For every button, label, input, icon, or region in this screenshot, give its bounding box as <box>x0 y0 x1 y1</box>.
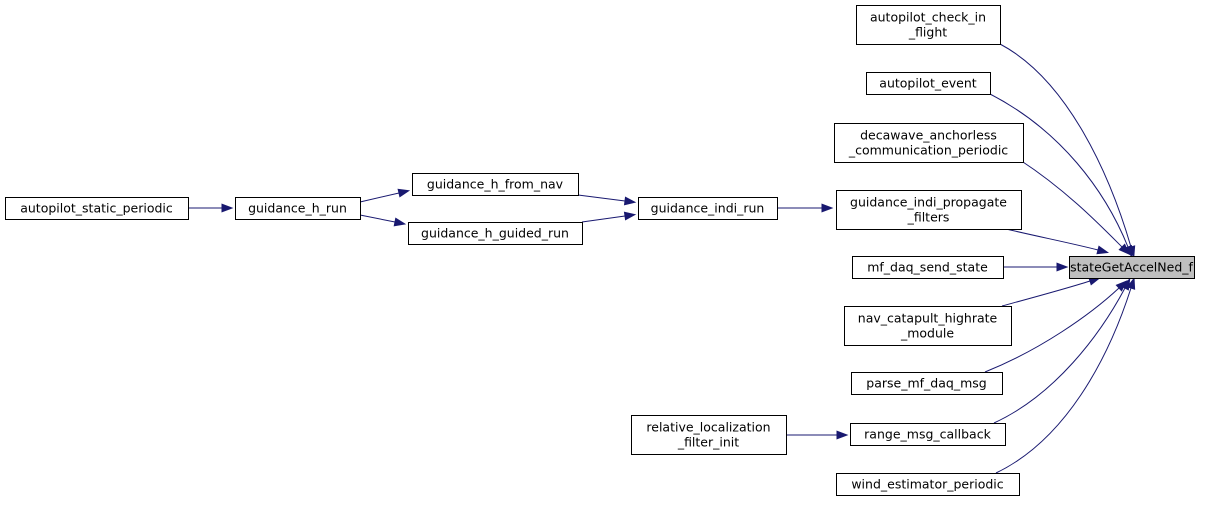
node-box <box>852 256 1004 279</box>
edge-h_run-to-h_from_nav <box>359 188 411 203</box>
node-label: parse_mf_daq_msg <box>866 376 986 391</box>
edge-line <box>1005 228 1099 251</box>
node-label: mf_daq_send_state <box>867 260 988 275</box>
arrowhead-icon <box>1056 262 1069 272</box>
node-box <box>850 423 1006 446</box>
edge-nav_catapult-to-root <box>1001 276 1101 307</box>
node-label: guidance_indi_run <box>651 201 765 216</box>
edge-line <box>581 215 626 223</box>
node-label: guidance_h_run <box>248 201 347 216</box>
edge-line <box>999 43 1132 248</box>
edge-static_periodic-to-h_run <box>188 203 234 213</box>
node-h-run[interactable]: guidance_h_run <box>235 197 361 220</box>
arrowhead-icon <box>623 196 637 206</box>
arrowhead-icon <box>397 188 411 198</box>
node-label: relative_localization <box>646 420 770 435</box>
node-box <box>5 197 189 220</box>
arrowhead-icon <box>821 203 834 213</box>
edges-layer <box>188 43 1136 474</box>
edge-range_cb-to-root <box>993 277 1131 424</box>
arrowhead-icon <box>1096 245 1110 255</box>
edge-line <box>1001 280 1091 307</box>
node-ap-event[interactable]: autopilot_event <box>866 72 991 95</box>
edge-h_run-to-h_guided_run <box>359 214 407 227</box>
arrowhead-icon <box>221 203 234 213</box>
node-label: _module <box>900 326 954 341</box>
node-indi-propagate[interactable]: guidance_indi_propagate_filters <box>836 190 1022 230</box>
node-box <box>856 5 1001 45</box>
node-label: wind_estimator_periodic <box>851 477 1003 492</box>
node-label: autopilot_static_periodic <box>20 201 173 216</box>
edge-rel_loc-to-range_cb <box>786 430 849 440</box>
node-label: _filter_init <box>677 435 739 450</box>
node-h-from-nav[interactable]: guidance_h_from_nav <box>412 173 579 196</box>
arrowhead-icon <box>1118 243 1131 256</box>
node-label: guidance_h_guided_run <box>421 226 569 241</box>
edge-decawave-to-root <box>1019 159 1131 256</box>
node-box <box>844 306 1012 346</box>
edge-line <box>993 287 1126 424</box>
edge-line <box>984 287 1120 373</box>
node-label: nav_catapult_highrate <box>858 311 998 326</box>
node-box <box>235 197 361 220</box>
node-label: autopilot_event <box>879 76 977 91</box>
edge-line <box>359 192 400 203</box>
arrowhead-icon <box>1126 277 1136 290</box>
node-label: decawave_anchorless <box>860 128 997 143</box>
edge-line <box>989 93 1129 248</box>
node-box <box>412 173 579 196</box>
node-box <box>866 72 991 95</box>
node-label: _filters <box>907 210 950 225</box>
node-label: stateGetAccelNed_f <box>1070 260 1193 275</box>
arrowhead-icon <box>623 211 637 221</box>
node-label: autopilot_check_in <box>870 10 986 25</box>
edge-line <box>359 214 396 223</box>
node-label: guidance_h_from_nav <box>427 177 564 192</box>
node-label: range_msg_callback <box>864 427 991 442</box>
edge-line <box>1019 159 1123 248</box>
node-box <box>836 473 1020 496</box>
node-mf-daq-send[interactable]: mf_daq_send_state <box>852 256 1004 279</box>
node-check-in-flight[interactable]: autopilot_check_in_flight <box>856 5 1001 45</box>
node-label: _communication_periodic <box>848 143 1008 158</box>
edge-line <box>577 194 626 202</box>
node-nav-catapult[interactable]: nav_catapult_highrate_module <box>844 306 1012 346</box>
arrowhead-icon <box>836 430 849 440</box>
edge-h_guided_run-to-indi_run <box>581 211 637 223</box>
node-parse-mf-daq[interactable]: parse_mf_daq_msg <box>851 372 1003 395</box>
node-h-guided-run[interactable]: guidance_h_guided_run <box>408 222 583 245</box>
edge-ap_event-to-root <box>989 93 1133 258</box>
node-wind-est[interactable]: wind_estimator_periodic <box>836 473 1020 496</box>
node-box <box>1069 256 1195 279</box>
nodes-layer: stateGetAccelNed_f autopilot_check_in_fli… <box>5 5 1195 496</box>
edge-h_from_nav-to-indi_run <box>577 194 637 206</box>
node-range-cb[interactable]: range_msg_callback <box>850 423 1006 446</box>
node-decawave[interactable]: decawave_anchorless_communication_period… <box>834 123 1024 163</box>
node-rel-loc[interactable]: relative_localization_filter_init <box>631 415 787 455</box>
node-box <box>638 197 778 220</box>
edge-mf_daq_send-to-root <box>1003 262 1069 272</box>
node-box <box>631 415 787 455</box>
arrowhead-icon <box>393 217 407 227</box>
edge-indi_run-to-indi_propagate <box>777 203 834 213</box>
edge-line <box>995 287 1132 474</box>
node-box <box>851 372 1003 395</box>
node-box <box>834 123 1024 163</box>
node-label: guidance_indi_propagate <box>850 195 1007 210</box>
node-label: _flight <box>908 25 947 40</box>
node-box <box>408 222 583 245</box>
node-indi-run[interactable]: guidance_indi_run <box>638 197 778 220</box>
edge-indi_propagate-to-root <box>1005 228 1110 255</box>
node-box <box>836 190 1022 230</box>
node-root[interactable]: stateGetAccelNed_f <box>1069 256 1195 279</box>
node-static-periodic[interactable]: autopilot_static_periodic <box>5 197 189 220</box>
edge-wind_est-to-root <box>995 277 1136 474</box>
